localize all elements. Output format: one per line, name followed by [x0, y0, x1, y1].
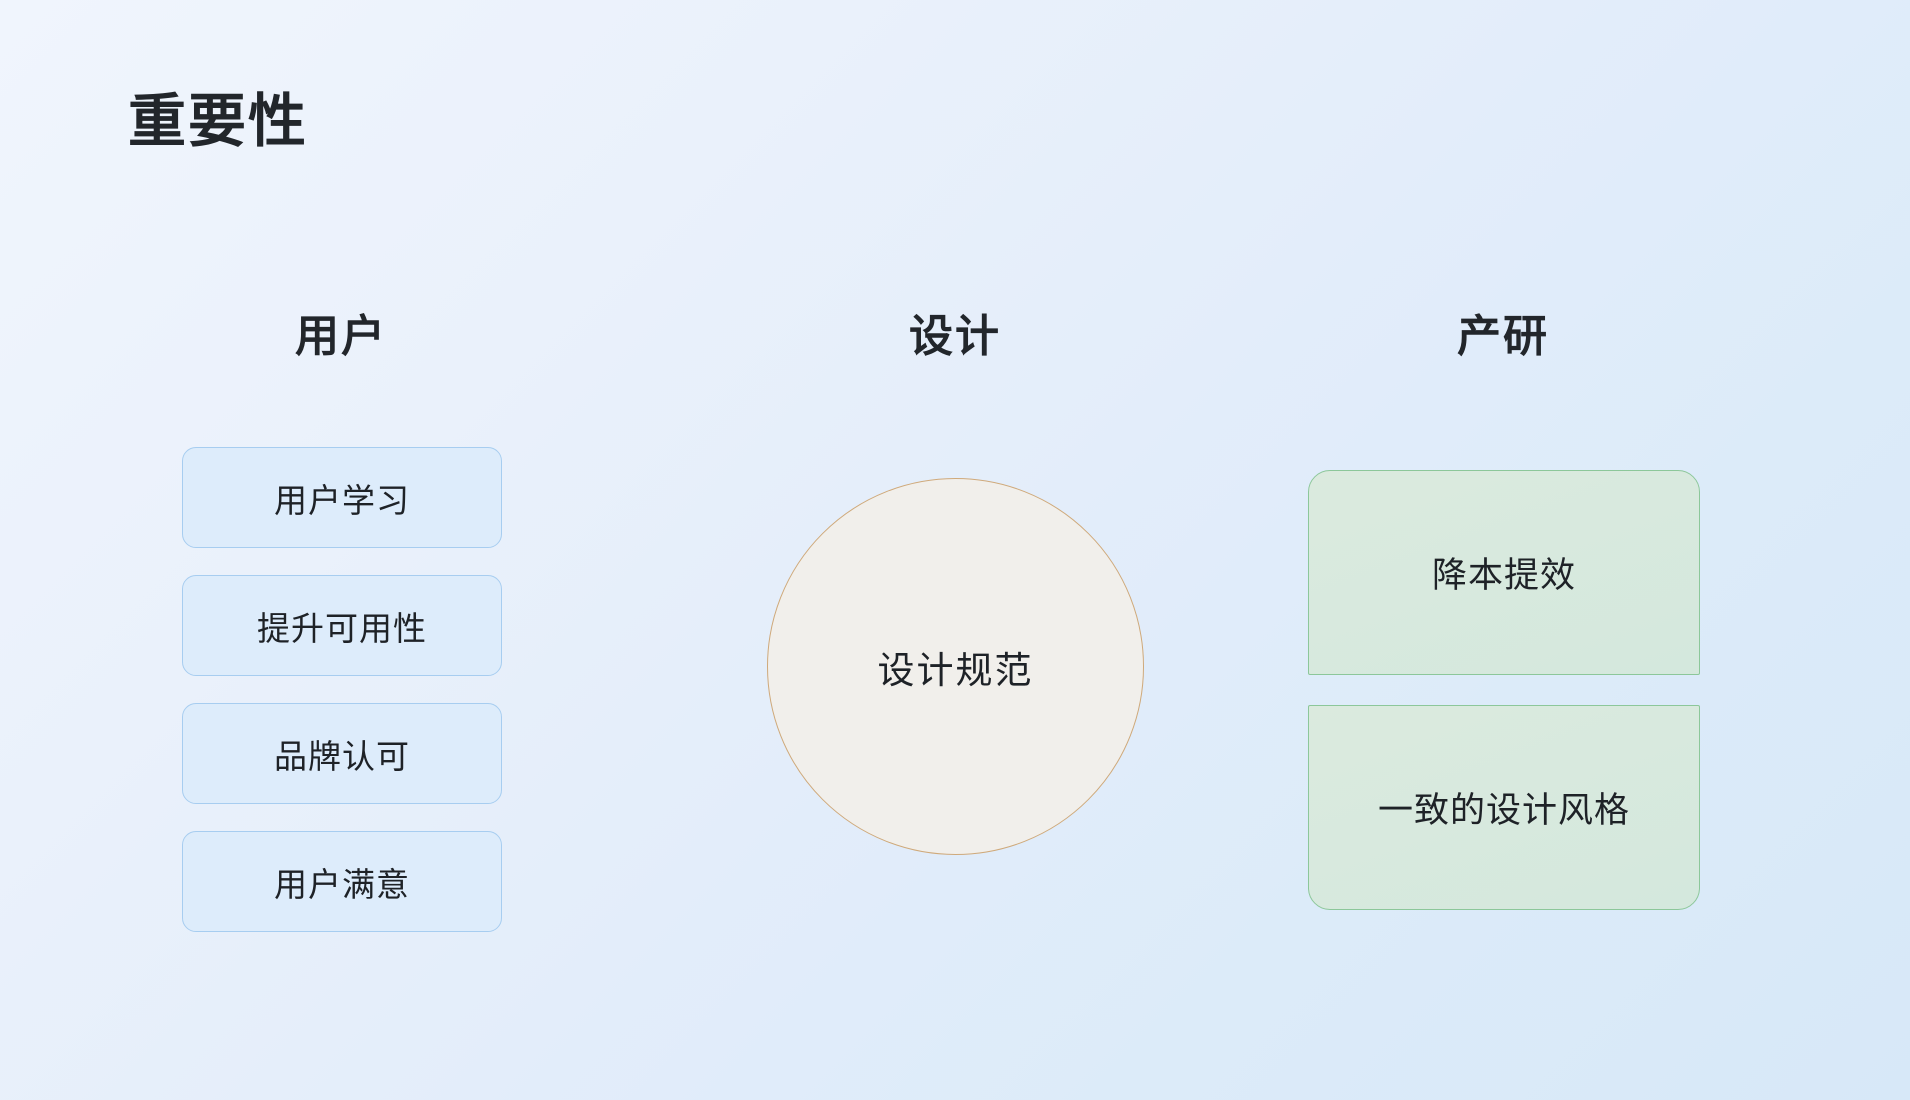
- pill-user-learning[interactable]: 用户学习: [182, 447, 502, 548]
- design-system-circle[interactable]: 设计规范: [767, 478, 1144, 855]
- column-header-design: 设计: [909, 312, 1001, 361]
- rnd-card-column: 降本提效 一致的设计风格: [1308, 470, 1700, 910]
- pill-user-satisfaction[interactable]: 用户满意: [182, 831, 502, 932]
- users-pill-column: 用户学习 提升可用性 品牌认可 用户满意: [182, 447, 502, 932]
- card-cost-reduction[interactable]: 降本提效: [1308, 470, 1700, 675]
- column-header-rnd: 产研: [1457, 312, 1549, 361]
- card-consistent-design-style[interactable]: 一致的设计风格: [1308, 705, 1700, 910]
- pill-brand-recognition[interactable]: 品牌认可: [182, 703, 502, 804]
- page-title: 重要性: [128, 89, 309, 154]
- pill-improve-usability[interactable]: 提升可用性: [182, 575, 502, 676]
- column-header-users: 用户: [295, 312, 387, 361]
